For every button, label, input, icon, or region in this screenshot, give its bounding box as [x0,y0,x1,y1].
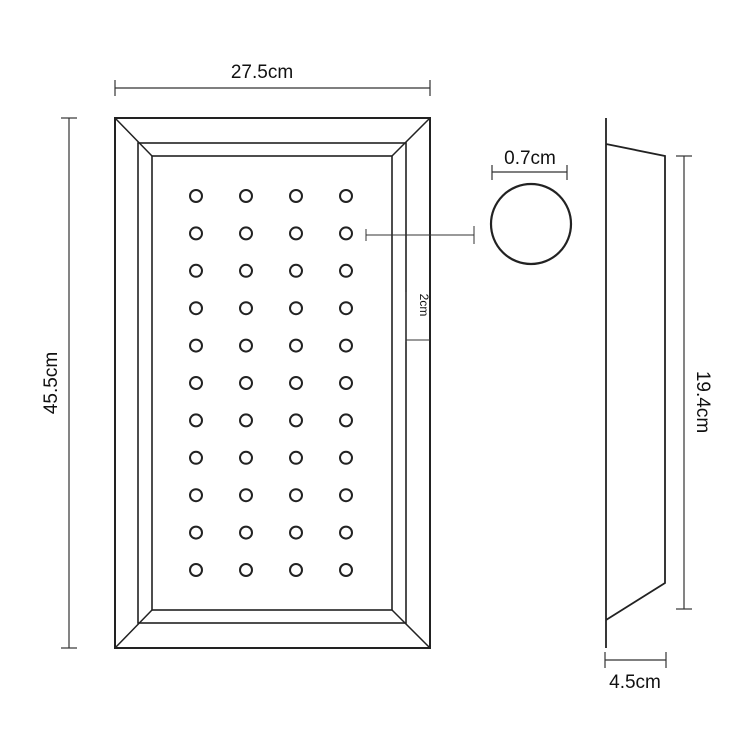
hole-diameter-label: 0.7cm [504,148,556,169]
drain-hole [189,338,203,353]
drain-hole [289,413,303,428]
drain-hole [239,488,253,503]
drain-hole [189,263,203,278]
drain-hole [239,263,253,278]
drain-hole [339,450,353,465]
drain-hole [289,488,303,503]
drain-hole [339,525,353,540]
width-label: 27.5cm [231,62,293,83]
drain-hole [339,413,353,428]
drain-hole [289,189,303,203]
drain-hole [189,189,203,203]
drain-hole [189,376,203,390]
tray-floor [151,155,393,611]
tray-top-view [114,117,431,649]
drain-hole [239,413,253,428]
tray-inner-rim [137,142,407,624]
drain-hole [239,525,253,540]
drain-hole [239,226,253,241]
drain-hole [289,563,303,577]
drain-hole [289,263,303,278]
drain-hole [189,226,203,241]
hole-detail-circle [489,182,573,266]
drain-hole [239,563,253,577]
depth-dimension [604,652,667,668]
drain-hole [289,301,303,316]
drain-hole [289,338,303,353]
drain-hole [239,301,253,316]
drain-hole [189,525,203,540]
tray-side-profile [605,118,666,648]
drain-hole [239,338,253,353]
drain-hole [339,488,353,503]
drain-hole [289,525,303,540]
hole-leader-line [365,226,475,244]
drain-hole [289,450,303,465]
depth-label: 4.5cm [609,672,661,693]
drain-hole [239,376,253,390]
drain-hole [189,450,203,465]
edge-gap-dimension [405,292,430,342]
drain-hole [289,376,303,390]
height-label: 45.5cm [41,352,62,414]
drain-hole [339,226,353,241]
drain-hole [239,189,253,203]
drain-hole [339,189,353,203]
drain-hole [189,413,203,428]
hole-diameter-dimension [491,165,568,180]
drain-hole [339,563,353,577]
drain-hole [339,263,353,278]
side-height-dimension [676,155,692,610]
drain-hole [239,450,253,465]
height-dimension [61,117,77,649]
tray-outer-rim [114,117,431,649]
side-height-label: 19.4cm [692,371,713,433]
drain-hole [339,376,353,390]
drain-holes [189,189,353,577]
width-dimension [114,80,431,96]
drain-hole [189,301,203,316]
drain-hole [289,226,303,241]
drain-hole [189,488,203,503]
drain-hole [339,338,353,353]
edge-gap-label: 2cm [417,294,431,317]
drain-hole [189,563,203,577]
drain-hole [339,301,353,316]
